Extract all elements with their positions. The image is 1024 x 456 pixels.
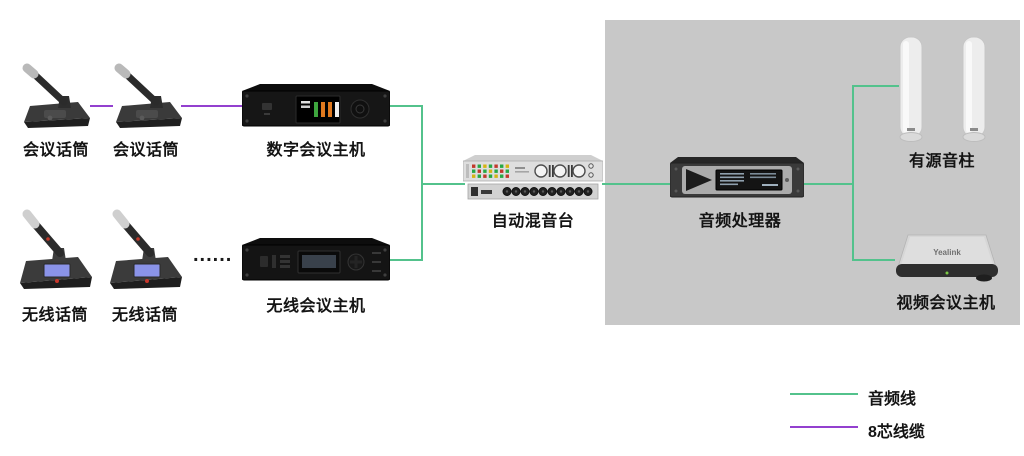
legend-audio-line-label: 音频线 [868, 391, 917, 408]
mixer-label: 自动混音台 [491, 213, 575, 230]
wireless-mic-1-label: 无线话筒 [21, 307, 89, 324]
cable-processor-junction2 [803, 183, 854, 185]
cable-junction2-videohost [852, 259, 895, 261]
conference-mic-1-label: 会议话筒 [22, 142, 90, 159]
column-speaker-icon [899, 36, 923, 143]
wireless-host-label: 无线会议主机 [266, 298, 366, 315]
conference-mic-icon [108, 60, 188, 130]
auto-mixer-icon [463, 155, 603, 201]
conference-mic-2-label: 会议话筒 [112, 142, 180, 159]
speakers-label: 有源音柱 [908, 153, 976, 170]
legend-core8-line-swatch [790, 426, 858, 428]
video-conference-host-icon: Yealink [894, 231, 1000, 283]
more-units-ellipsis: ...... [193, 244, 233, 266]
cable-wirelesshost-junction [389, 259, 423, 261]
column-speaker-icon [962, 36, 986, 143]
wireless-conference-host-icon [242, 238, 390, 282]
legend-core8-line-label: 8芯线缆 [868, 424, 925, 441]
cable-junction2-vertical [852, 85, 854, 261]
cable-confmic2-digitalhost [181, 105, 242, 107]
cable-digitalhost-junction [389, 105, 423, 107]
cable-junction-mixer [421, 183, 465, 185]
wireless-mic-icon [14, 203, 96, 291]
video-host-label: 视频会议主机 [896, 295, 996, 312]
legend-audio-line-swatch [790, 393, 858, 395]
audio-processor-label: 音频处理器 [698, 213, 782, 230]
cable-junction2-speakers [852, 85, 899, 87]
audio-processor-icon [670, 157, 804, 199]
digital-conference-host-icon [242, 84, 390, 128]
digital-host-label: 数字会议主机 [266, 142, 366, 159]
cable-mixer-processor [602, 183, 672, 185]
cable-confmic1-confmic2 [90, 105, 113, 107]
yealink-brand-text: Yealink [933, 248, 961, 257]
conference-mic-icon [16, 60, 96, 130]
wireless-mic-icon [104, 203, 186, 291]
wireless-mic-2-label: 无线话筒 [111, 307, 179, 324]
